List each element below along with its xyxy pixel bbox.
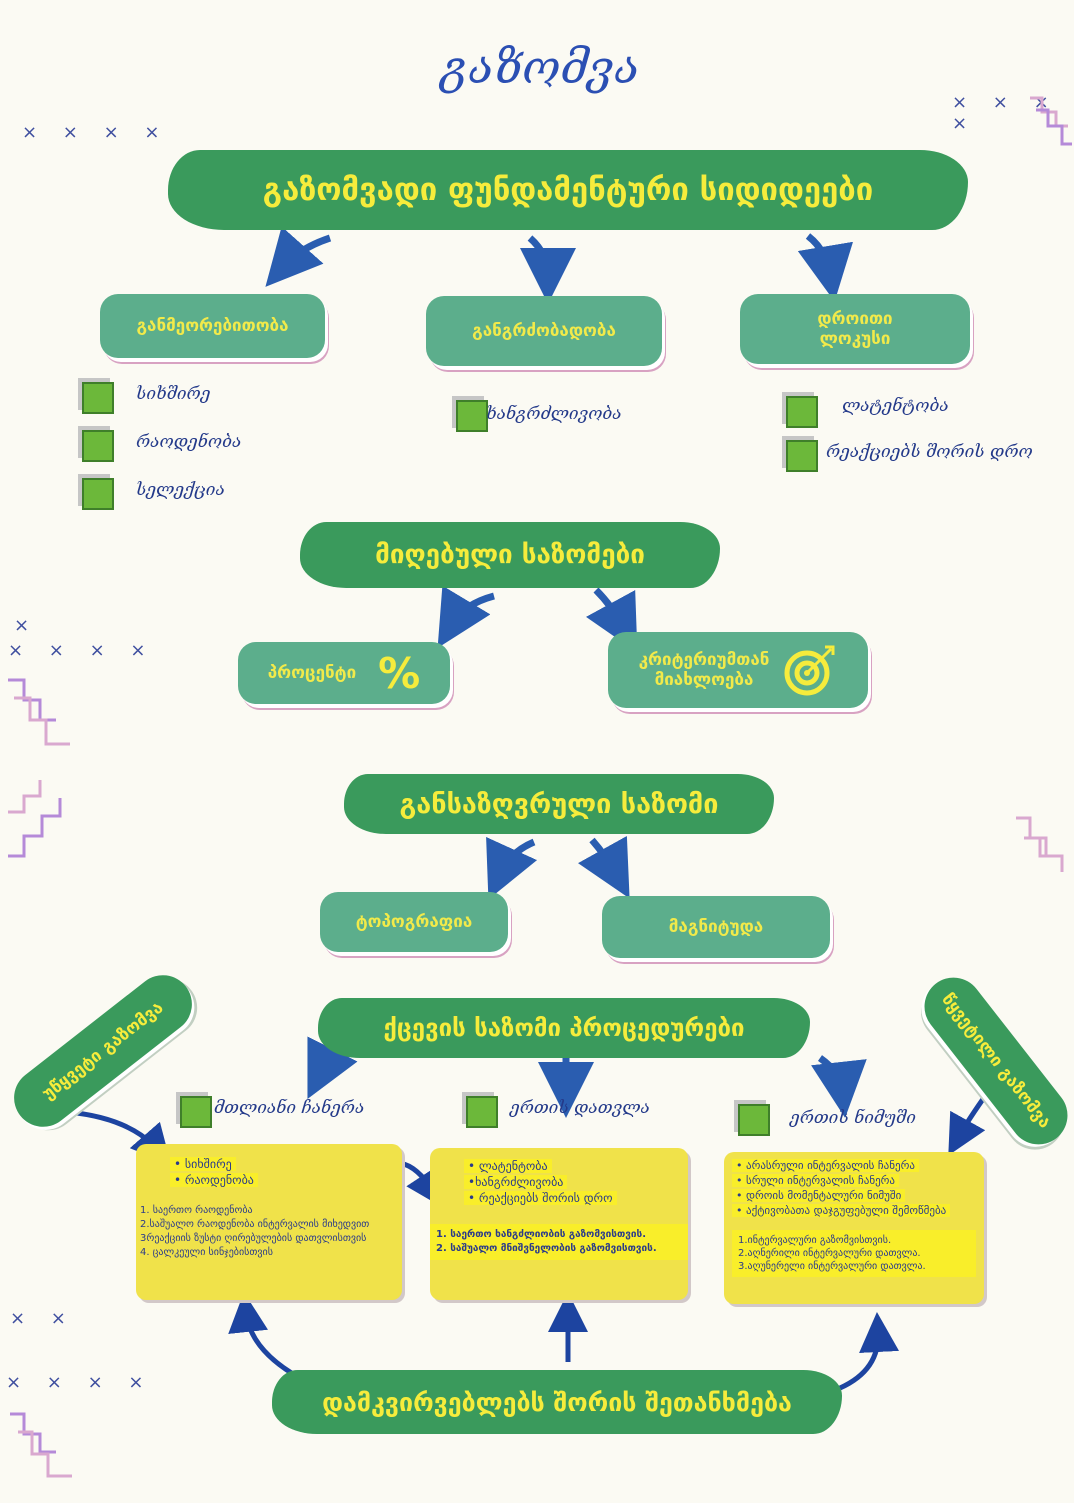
checkbox-icon [786,396,818,428]
topography-box: ტოპოგრაფია [320,892,508,952]
percent-box: პროცენტი % [238,642,450,704]
decor-crosses: × × [10,1308,76,1329]
checkbox-icon [786,440,818,472]
procedure-panel-continuous: • სიხშირე • რაოდენობა 1. საერთო რაოდენობ… [136,1144,402,1300]
category-item: ხანგრძლივობა [486,404,622,424]
criterion-line1: კრიტერიუმთან [638,650,770,670]
bullet-item: • აქტივობათა დაჯგუფებული შემოწმება [732,1204,951,1217]
procedure-label: ერთის ნიმუში [790,1108,916,1128]
checkbox-icon [82,478,114,510]
procedure-label: ერთის დათვლა [510,1098,650,1118]
percent-icon: % [378,648,421,698]
criterion-box: კრიტერიუმთან მიახლოება [608,632,868,708]
footer-header: დამკვირვებლებს შორის შეთანხმება [272,1370,842,1434]
magnitude-box: მაგნიტუდა [602,896,830,958]
decor-crosses: × × × × [952,92,1059,134]
target-icon [784,645,835,696]
magnitude-label: მაგნიტუდა [668,917,764,937]
bullet-item: • სრული ინტერვალის ჩანერა [732,1174,900,1187]
topography-label: ტოპოგრაფია [355,912,473,932]
note-line: 3რეაქციის ზუსტი ღირებულების დათვლისთვის [140,1233,367,1244]
category-duration: განგრძობადობა [426,296,662,366]
note-line: 2. საშუალო მნიშვნელობის გაზომვისთვის. [436,1243,657,1254]
decor-crosses: × × × × [8,640,156,661]
main-header-text: გაზომვადი ფუნდამენტური სიდიდეები [262,172,874,208]
percent-label: პროცენტი [267,663,357,683]
criterion-line2: მიახლოება [654,670,754,690]
category-label-line1: დროითი [817,309,893,329]
bullet-item: • ლატენტობა [464,1159,552,1173]
checkbox-icon [180,1096,212,1128]
note-line: 3.აღუნერელი ინტერვალური დათვლა. [738,1261,926,1272]
note-line: 1. საერთო რაოდენობა [140,1205,253,1216]
note-line: 2.საშუალო რაოდენობა ინტერვალის მიხედვით [140,1219,370,1230]
bullet-item: •ხანგრძლივობა [464,1175,568,1189]
category-item: ლატენტობა [842,396,949,416]
decor-crosses: × × × × [6,1372,154,1393]
bullet-item: • რეაქციებს შორის დრო [464,1191,617,1205]
decor-crosses: × [14,615,40,636]
decor-crosses: × × × × [22,122,170,143]
bullet-item: • სიხშირე [170,1157,236,1171]
procedure-panel-sample: • არასრული ინტერვალის ჩანერა • სრული ინტ… [724,1152,984,1304]
category-label: განმეორებითობა [136,316,289,336]
footer-header-text: დამკვირვებლებს შორის შეთანხმება [322,1387,792,1417]
bullet-item: • რაოდენობა [170,1173,258,1187]
bullet-item: • დროის მომენტალური ნიმუში [732,1189,906,1202]
category-item: რაოდენობა [136,432,242,452]
derived-header: მიღებული საზომები [300,522,720,588]
category-label-line2: ლოკუსი [819,329,891,349]
note-line: 4. ცალკეული სინჯებისთვის [140,1247,273,1258]
checkbox-icon [82,430,114,462]
category-item: სელექცია [136,480,225,500]
defined-header-text: განსაზღვრული საზომი [399,788,719,820]
bullet-item: • არასრული ინტერვალის ჩანერა [732,1159,919,1172]
category-item: სიხშირე [136,384,211,404]
note-line: 1. საერთო ხანგძლიობის გაზომვისთვის. [436,1229,646,1240]
checkbox-icon [738,1104,770,1136]
note-line: 2.აღნერილი ინტერვალური დათვლა. [738,1248,921,1259]
procedure-panel-count: • ლატენტობა •ხანგრძლივობა • რეაქციებს შო… [430,1148,688,1300]
page-title: გაზომვა [440,40,640,94]
checkbox-icon [466,1096,498,1128]
procedure-label: მთლიანი ჩანერა [214,1098,365,1118]
main-header: გაზომვადი ფუნდამენტური სიდიდეები [168,150,968,230]
note-line: 1.ინტერვალური გაზომვისთვის. [738,1235,892,1246]
procedures-header: ქცევის საზომი პროცედურები [318,998,810,1058]
derived-header-text: მიღებული საზომები [375,540,645,570]
defined-header: განსაზღვრული საზომი [344,774,774,834]
category-repeatability: განმეორებითობა [100,294,325,358]
category-temporal-locus: დროითი ლოკუსი [740,294,970,364]
procedures-header-text: ქცევის საზომი პროცედურები [383,1014,745,1042]
checkbox-icon [456,400,488,432]
category-label: განგრძობადობა [472,321,616,341]
checkbox-icon [82,382,114,414]
category-item: რეაქციებს შორის დრო [826,442,1033,462]
